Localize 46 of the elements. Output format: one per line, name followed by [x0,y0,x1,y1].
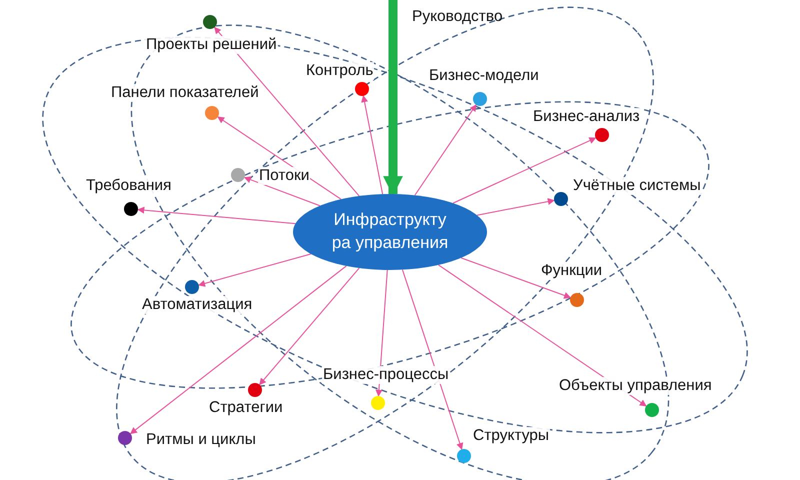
node-dot [205,106,219,120]
arrow [259,268,360,386]
node-label: Бизнес-модели [428,67,540,85]
node-label: Автоматизация [141,296,254,314]
node-dot [248,383,262,397]
node-label: Проекты решений [145,36,278,54]
node-label: Бизнес-процессы [322,366,450,384]
node-label: Стратегии [208,399,284,417]
top-label: Руководство [412,8,503,26]
node-label: Требования [85,177,172,195]
arrow [414,104,477,196]
node-label: Функции [540,262,604,280]
node-dot [473,92,487,106]
arrow [361,95,384,195]
arrow [244,176,320,206]
node-label: Ритмы и циклы [145,431,257,449]
node-label: Учётные системы [572,177,702,195]
arrow [137,206,296,224]
node-dot [124,202,138,216]
node-label: Панели показателей [110,84,260,102]
hub-title: Инфраструкту ра управления [330,209,450,254]
arrow [198,253,312,287]
arrow [476,198,555,216]
arrow [214,26,360,196]
node-dot [645,403,659,417]
arrow [452,137,596,204]
node-dot [595,128,609,142]
node-dot [570,293,584,307]
arrow [438,264,647,407]
node-label: Потоки [258,167,310,185]
arrow [217,116,342,200]
node-label: Структуры [472,427,550,445]
arrow [383,0,403,196]
node-dot [203,15,217,29]
node-dot [457,449,471,463]
arrow [402,269,464,450]
node-label: Объекты управления [558,377,713,395]
node-dot [355,82,369,96]
arrow [130,265,347,434]
node-dot [554,192,568,206]
arrow [460,257,572,299]
node-dot [185,280,199,294]
node-dot [371,396,385,410]
node-dot [118,431,132,445]
node-label: Контроль [305,62,374,80]
node-dot [231,168,245,182]
